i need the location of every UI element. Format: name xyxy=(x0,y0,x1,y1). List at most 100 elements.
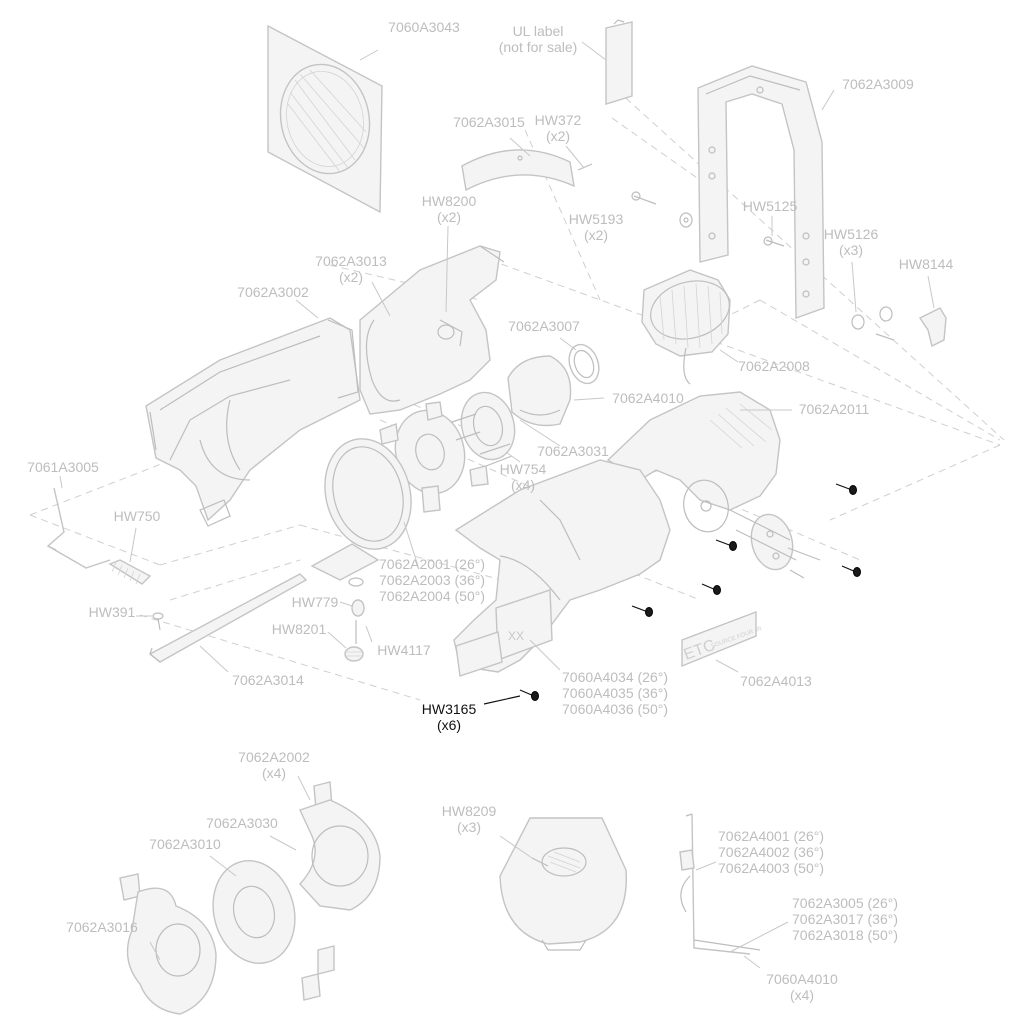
part-label-line: 7062A3005 (26°) xyxy=(792,895,898,911)
ul-label-part xyxy=(581,19,633,105)
part-label-line: 7062A3017 (36°) xyxy=(792,911,898,927)
part-label-line: HW779 xyxy=(292,594,339,610)
part-label-line: 7062A4001 (26°) xyxy=(718,828,824,844)
part-label-7062a3014: 7062A3014 xyxy=(232,672,304,688)
lens-ring-part xyxy=(324,438,419,567)
part-label-line: 7062A4010 xyxy=(612,390,684,406)
part-label-7062a2002: 7062A2002(x4) xyxy=(238,749,310,781)
part-label-line: 7062A3018 (50°) xyxy=(792,927,898,943)
screw-1 xyxy=(835,483,857,495)
part-label-line: (x3) xyxy=(457,819,481,835)
part-label-7060a4034: 7060A4034 (26°)7060A4035 (36°)7060A4036 … xyxy=(562,669,668,717)
part-label-line: (x6) xyxy=(437,717,461,733)
collar-mark: XX xyxy=(508,629,524,643)
hw3165-screws xyxy=(483,483,861,705)
yoke-part xyxy=(697,65,835,319)
yoke-knob-hardware xyxy=(851,261,947,348)
part-label-7062a3007: 7062A3007 xyxy=(508,318,580,334)
clamp-knob-part xyxy=(310,543,380,662)
part-label-hw5193: HW5193(x2) xyxy=(569,211,624,243)
part-label-line: 7062A3007 xyxy=(508,318,580,334)
screw-5 xyxy=(631,605,653,617)
part-label-line: 7060A4036 (50°) xyxy=(562,701,668,717)
part-label-hw5125: HW5125 xyxy=(743,198,798,214)
top-shield-part xyxy=(461,137,593,192)
part-label-line: (x4) xyxy=(790,987,814,1003)
part-label-line: HW5125 xyxy=(743,198,798,214)
part-label-line: HW372 xyxy=(535,112,582,128)
part-label-hw8201: HW8201 xyxy=(272,621,327,637)
gel-frame-part xyxy=(267,24,383,214)
part-label-line: HW754 xyxy=(500,461,547,477)
part-label-line: 7062A2004 (50°) xyxy=(379,588,485,604)
part-label-line: 7062A3030 xyxy=(206,815,278,831)
part-label-7062a3030: 7062A3030 xyxy=(206,815,278,831)
part-label-line: 7062A4013 xyxy=(740,673,812,689)
part-label-line: 7062A3009 xyxy=(842,76,914,92)
part-label-7062a3005: 7062A3005 (26°)7062A3017 (36°)7062A3018 … xyxy=(792,895,898,943)
reflector-part xyxy=(507,337,605,427)
part-label-hw779: HW779 xyxy=(292,594,339,610)
focus-rod-part xyxy=(46,475,152,585)
part-label-line: HW5126 xyxy=(824,226,879,242)
part-label-line: (x4) xyxy=(262,765,286,781)
part-label-line: HW8209 xyxy=(442,803,497,819)
part-label-7062a4001: 7062A4001 (26°)7062A4002 (36°)7062A4003 … xyxy=(718,828,824,876)
part-label-7062a4013: 7062A4013 xyxy=(740,673,812,689)
part-label-line: 7062A3031 xyxy=(537,443,609,459)
part-label-7061a3005: 7061A3005 xyxy=(27,459,99,475)
screw-6 xyxy=(519,689,539,701)
screw-4 xyxy=(701,583,721,595)
part-label-line: 7062A3013 xyxy=(315,253,387,269)
part-label-line: (x4) xyxy=(511,477,535,493)
part-label-line: 7062A2003 (36°) xyxy=(379,572,485,588)
part-label-7062a3031: 7062A3031 xyxy=(537,443,609,459)
part-label-line: 7062A3015 xyxy=(453,114,525,130)
part-label-line: 7062A4002 (36°) xyxy=(718,844,824,860)
part-label-line: (x3) xyxy=(839,242,863,258)
part-label-7062a3002: 7062A3002 xyxy=(237,284,309,300)
part-label-7060a3043: 7060A3043 xyxy=(388,19,460,35)
hw5193-bolt xyxy=(631,191,693,228)
part-label-line: HW391 xyxy=(89,604,136,620)
part-label-line: 7062A2002 xyxy=(238,749,310,765)
part-label-line: HW4117 xyxy=(377,642,431,658)
part-label-hw8209: HW8209(x3) xyxy=(442,803,497,835)
part-label-7062a2001: 7062A2001 (26°)7062A2003 (36°)7062A2004 … xyxy=(379,556,485,604)
part-label-line: HW8201 xyxy=(272,621,327,637)
part-label-line: HW3165 xyxy=(422,701,477,717)
part-label-7062a2008: 7062A2008 xyxy=(738,358,810,374)
part-label-hw8200: HW8200(x2) xyxy=(422,193,477,225)
part-label-hw8144: HW8144 xyxy=(899,256,954,272)
part-label-line: HW8144 xyxy=(899,256,954,272)
part-label-hw391: HW391 xyxy=(89,604,136,620)
part-label-hw3165: HW3165(x6) xyxy=(422,701,477,733)
front-barrel-part: XX xyxy=(453,459,671,677)
part-label-line: 7062A4003 (50°) xyxy=(718,860,824,876)
main-housing-part xyxy=(145,299,361,527)
part-label-line: 7060A4010 xyxy=(766,971,838,987)
part-label-7062a2011: 7062A2011 xyxy=(799,401,870,417)
part-label-line: HW750 xyxy=(114,508,161,524)
lamp-socket-part xyxy=(641,269,739,385)
part-label-7062a3016: 7062A3016 xyxy=(66,919,138,935)
rear-plate-part xyxy=(729,509,821,579)
part-label-line: HW5193 xyxy=(569,211,624,227)
part-label-line: 7060A3043 xyxy=(388,19,460,35)
part-label-7062a3010: 7062A3010 xyxy=(149,836,221,852)
screw-2 xyxy=(715,539,737,551)
part-label-line: HW8200 xyxy=(422,193,477,209)
part-label-7062a3015: 7062A3015 xyxy=(453,114,525,130)
part-label-line: (x2) xyxy=(546,128,570,144)
screw-3 xyxy=(841,565,861,577)
part-label-7060a4010: 7060A4010(x4) xyxy=(766,971,838,1003)
part-label-line: 7062A3010 xyxy=(149,836,221,852)
part-label-line: 7061A3005 xyxy=(27,459,99,475)
part-label-hw5126: HW5126(x3) xyxy=(824,226,879,258)
part-label-line: 7060A4034 (26°) xyxy=(562,669,668,685)
part-label-hw372: HW372(x2) xyxy=(535,112,582,144)
part-label-line: 7060A4035 (36°) xyxy=(562,685,668,701)
slide-rail-part xyxy=(136,573,308,673)
